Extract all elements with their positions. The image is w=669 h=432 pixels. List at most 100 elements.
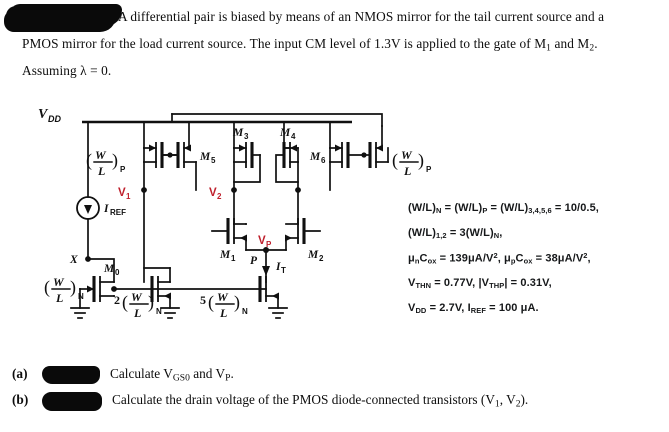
iref-sublabel: REF [110,208,126,217]
transistor-m3 [233,142,261,191]
svg-text:N: N [156,307,162,316]
transistor-5wl-n-tail [258,276,279,309]
m3-sublabel: 3 [244,132,249,141]
svg-text:L: L [133,306,141,320]
svg-text:L: L [403,164,411,178]
node-label-vp-sub: P [266,240,272,249]
svg-text:5: 5 [200,293,206,307]
svg-text:P: P [426,165,432,174]
it-arrow [262,266,270,276]
iref-arrow [84,205,92,214]
m2-sublabel: 2 [319,254,324,263]
node-label-v2-sub: 2 [217,192,222,201]
statement-line-3: Assuming λ = 0. [22,63,112,78]
svg-text:L: L [55,291,63,305]
vdd-top-bus [171,113,383,127]
svg-text:L: L [219,306,227,320]
statement-line-2: PMOS mirror for the load current source.… [22,36,598,54]
vdd-label: V [38,107,49,122]
svg-text:): ) [418,150,424,171]
iref-label: I [103,203,109,215]
size-label-wl-n-5x: 5 ( W L ) N [200,290,248,320]
pmos-right-diode [363,142,389,168]
transistor-m5 [161,142,197,191]
node-dot-pmos-gate-left [167,152,173,158]
it-label: I [275,261,281,273]
svg-text:W: W [401,148,413,162]
size-label-wl-p-left: ( W L ) P [86,148,126,178]
node-label-v2: V [209,187,217,199]
svg-text:W: W [217,290,229,304]
pmos-left-diode [143,142,179,191]
m1-sublabel: 1 [231,254,236,263]
node-label-vp: V [258,235,266,247]
m6-label: M [309,151,321,163]
ground-symbol-m0 [70,307,90,319]
transistor-m6 [329,142,365,191]
svg-text:): ) [112,150,118,171]
m4-sublabel: 4 [291,132,296,141]
parameter-list: (W/L)N = (W/L)P = (W/L)3,4,5,6 = 10/0.5,… [408,202,666,326]
circuit-schematic: I REF [38,104,432,350]
m2-label: M [307,249,319,261]
svg-text:W: W [131,290,143,304]
question-a-label: (a) [12,366,28,381]
ground-symbol-2wln [160,307,180,319]
redaction-blob-header [6,6,118,28]
param-ratios-main: (W/L)N = (W/L)P = (W/L)3,4,5,6 = 10/0.5, [408,202,599,216]
node-label-p: P [250,255,258,267]
svg-text:L: L [97,164,105,178]
m1-label: M [219,249,231,261]
svg-text:(: ( [86,150,92,171]
svg-text:(: ( [44,277,50,298]
transistor-m0 [79,258,115,302]
svg-text:(: ( [392,150,398,171]
size-label-wl-n-2x: 2 ( W L ) N [114,290,162,320]
svg-text:W: W [53,275,65,289]
m0-label: M [103,263,115,275]
redaction-blob-question-b [42,392,102,411]
svg-text:N: N [78,292,84,301]
node-label-v1-sub: 1 [126,192,131,201]
svg-text:W: W [95,148,107,162]
m4-gate-wire [275,154,299,183]
m4-label: M [279,127,291,139]
svg-text:P: P [120,165,126,174]
ground-symbol-5wln [268,307,288,319]
node-label-x: X [69,254,78,266]
svg-text:(: ( [122,292,128,313]
svg-text:(: ( [208,292,214,313]
question-a-text: Calculate VGS0 and VP. [110,366,234,384]
svg-text:N: N [242,307,248,316]
it-sublabel: T [281,266,286,275]
size-label-wl-p-right: ( W L ) P [392,148,432,178]
param-ratios-12: (W/L)1,2 = 3(W/L)N, [408,226,503,240]
node-label-v1: V [118,187,126,199]
svg-text:): ) [148,292,154,313]
svg-text:2: 2 [114,293,120,307]
question-b-text: Calculate the drain voltage of the PMOS … [112,392,529,410]
param-supply: VDD = 2.7V, IREF = 100 μA. [408,301,539,315]
m3-label: M [232,127,244,139]
m5-sublabel: 5 [211,156,216,165]
m3-gate-to-drain [233,154,261,183]
statement-line-1: A differential pair is biased by means o… [118,9,605,24]
svg-text:): ) [70,277,76,298]
vdd-sublabel: DD [48,114,61,124]
transistor-m4 [275,142,299,191]
transistor-m2 [285,218,321,251]
svg-text:): ) [234,292,240,313]
transistor-m1 [211,218,247,251]
m6-sublabel: 6 [321,156,326,165]
m0-drain-to-gate [87,258,115,283]
node-dot-pmos-gate-right [361,152,367,158]
m0-sublabel: 0 [115,268,120,277]
node-dot-mirror-gate [111,286,117,292]
size-label-wl-n-left: ( W L ) N [44,275,84,305]
question-b-label: (b) [12,392,29,407]
transistor-2wl-n [143,267,171,309]
redaction-blob-question-a [42,366,100,384]
m5-label: M [199,151,211,163]
param-thresholds: VTHN = 0.77V, |VTHP| = 0.31V, [408,277,552,291]
